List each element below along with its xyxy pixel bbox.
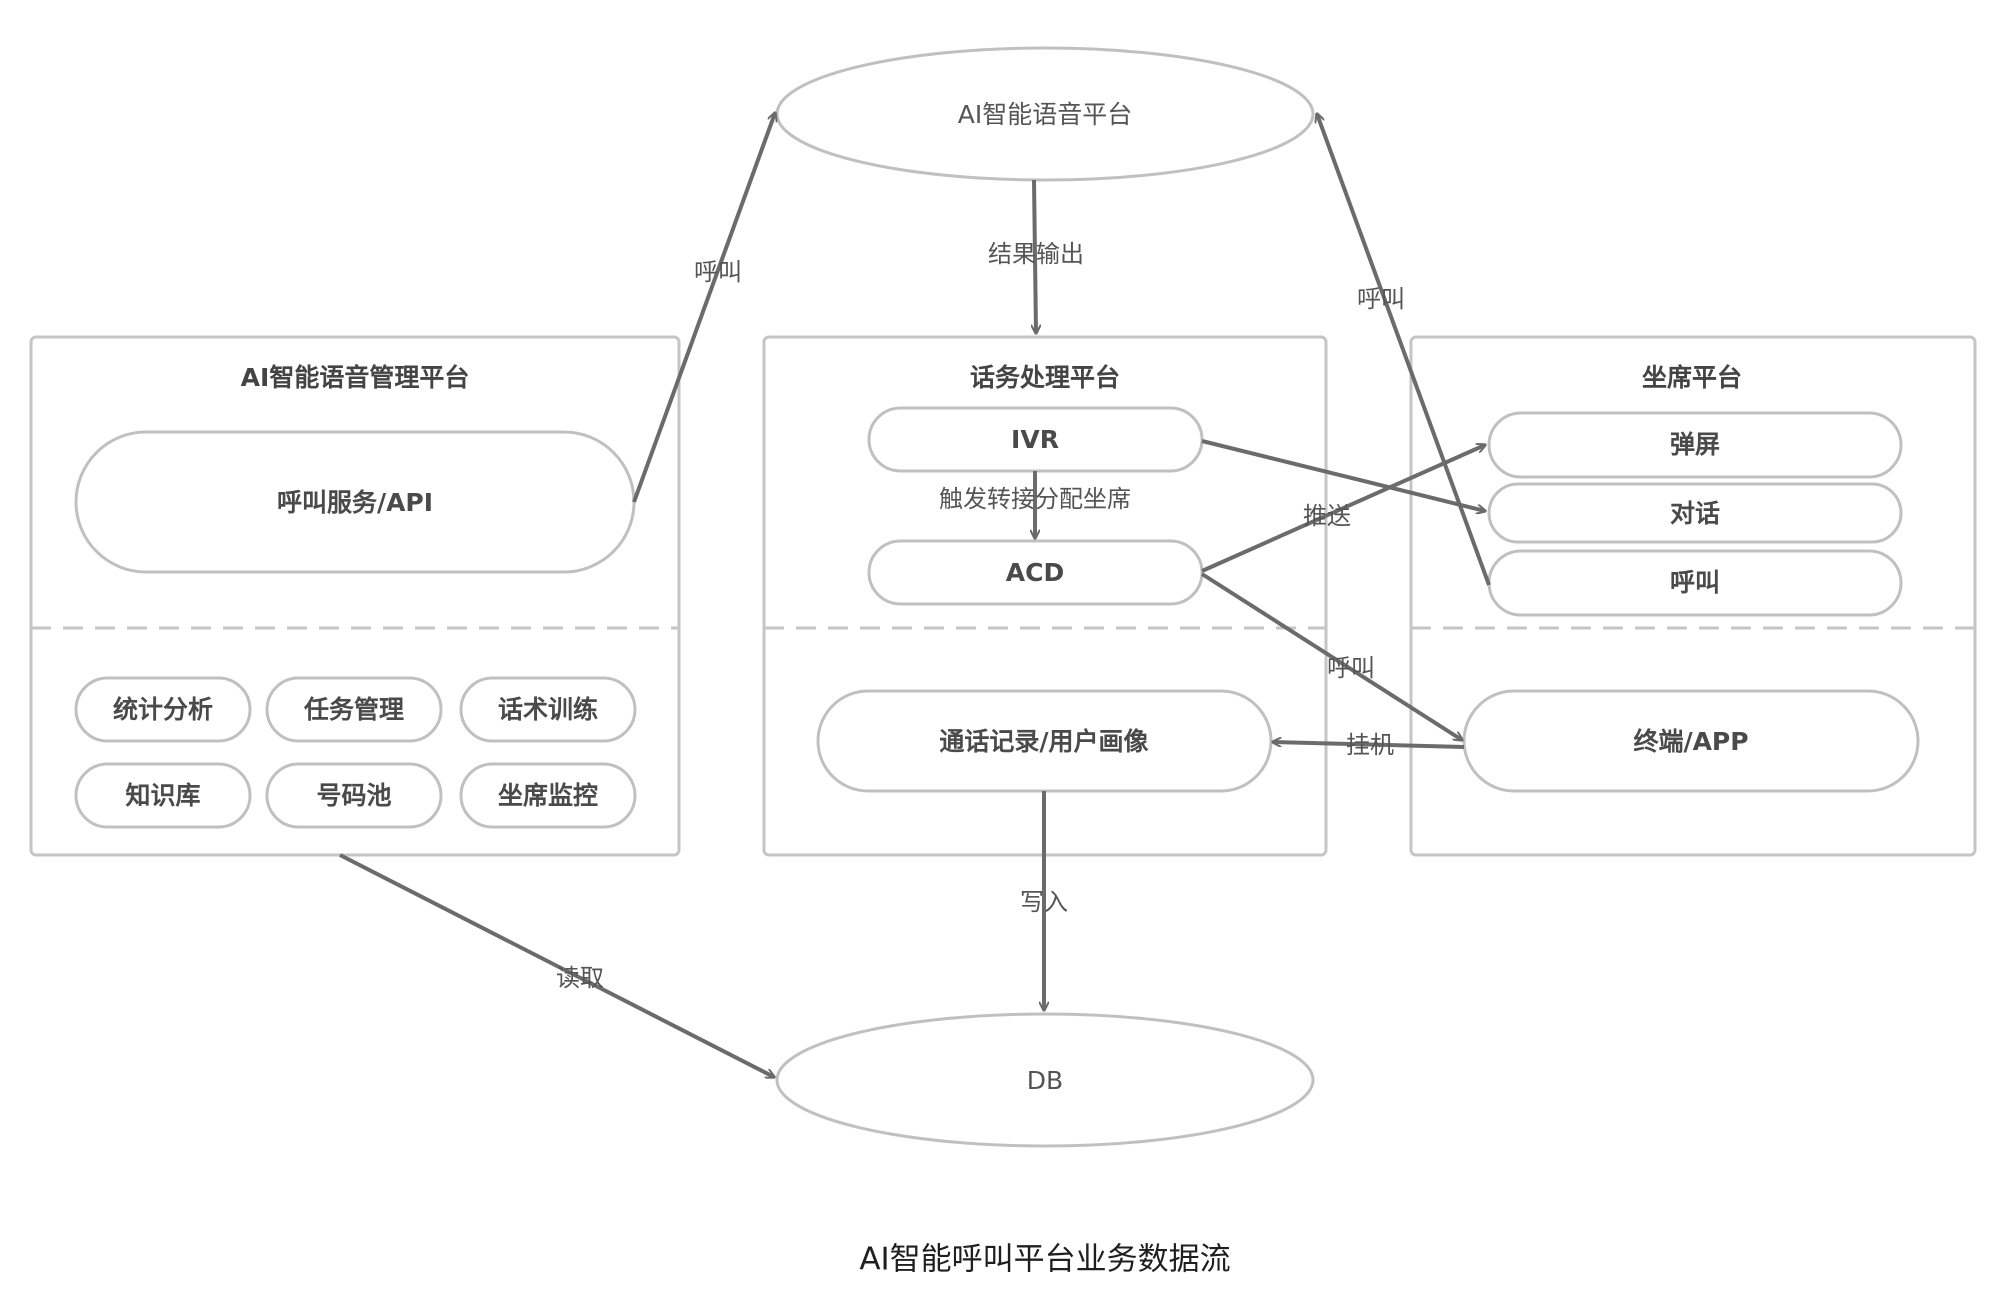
diagram-caption: AI智能呼叫平台业务数据流 [859,1242,1230,1278]
module-label: 统计分析 [113,695,213,724]
ivr-node: IVR [867,406,1204,473]
module-item: 统计分析 [74,676,252,743]
edge-label-trigger-transfer: 触发转接分配坐席 [939,485,1131,513]
arrow-hangup [1273,742,1465,749]
agent-panel-title: 坐席平台 [1642,363,1742,392]
db-label: DB [1027,1066,1063,1095]
ai-voice-platform-label: AI智能语音平台 [958,100,1132,129]
agent-item-popup: 弹屏 [1487,411,1903,479]
agent-item-label: 对话 [1670,499,1720,528]
management-panel-title: AI智能语音管理平台 [241,363,470,392]
arrow-read [339,853,774,1079]
edge-label-call-left: 呼叫 [694,258,742,286]
agent-item-dialog: 对话 [1487,482,1903,544]
edge-label-call-acd: 呼叫 [1327,654,1375,682]
agent-item-label: 弹屏 [1670,430,1720,459]
call-service-node: 呼叫服务/API [74,430,636,574]
agent-item-call: 呼叫 [1487,549,1903,617]
edge-label-push: 推送 [1303,502,1351,530]
ai-voice-platform-node: AI智能语音平台 [775,46,1315,182]
edge-label-read: 读取 [556,964,604,992]
module-label: 坐席监控 [498,781,598,810]
arrow-call-to-ai [632,113,775,503]
module-item: 号码池 [265,762,443,829]
arrow-ivr-to-dialog [1201,439,1485,511]
acd-node: ACD [867,539,1204,606]
arrow-acd-to-popup [1201,445,1485,573]
traffic-panel-title: 话务处理平台 [970,363,1120,392]
terminal-node: 终端/APP [1462,689,1920,793]
agent-item-label: 呼叫 [1670,568,1720,597]
edge-label-hangup: 挂机 [1346,731,1394,759]
edge-label-call-right: 呼叫 [1357,285,1405,313]
edge-label-result-output: 结果输出 [988,240,1084,268]
edge-label-write: 写入 [1020,888,1068,916]
arrow-result-output [1034,179,1036,333]
module-label: 知识库 [125,781,200,810]
acd-label: ACD [1006,558,1064,587]
module-item: 话术训练 [459,676,637,743]
records-label: 通话记录/用户画像 [939,727,1148,756]
module-label: 任务管理 [303,695,404,724]
call-service-label: 呼叫服务/API [277,488,433,517]
module-item: 知识库 [74,762,252,829]
db-node: DB [775,1012,1315,1148]
terminal-label: 终端/APP [1633,727,1748,756]
module-label: 号码池 [316,781,391,810]
module-item: 坐席监控 [459,762,637,829]
module-label: 话术训练 [498,695,598,724]
records-node: 通话记录/用户画像 [816,689,1273,793]
arrow-acd-to-terminal [1200,572,1462,740]
module-item: 任务管理 [265,676,443,743]
ivr-label: IVR [1011,425,1059,454]
